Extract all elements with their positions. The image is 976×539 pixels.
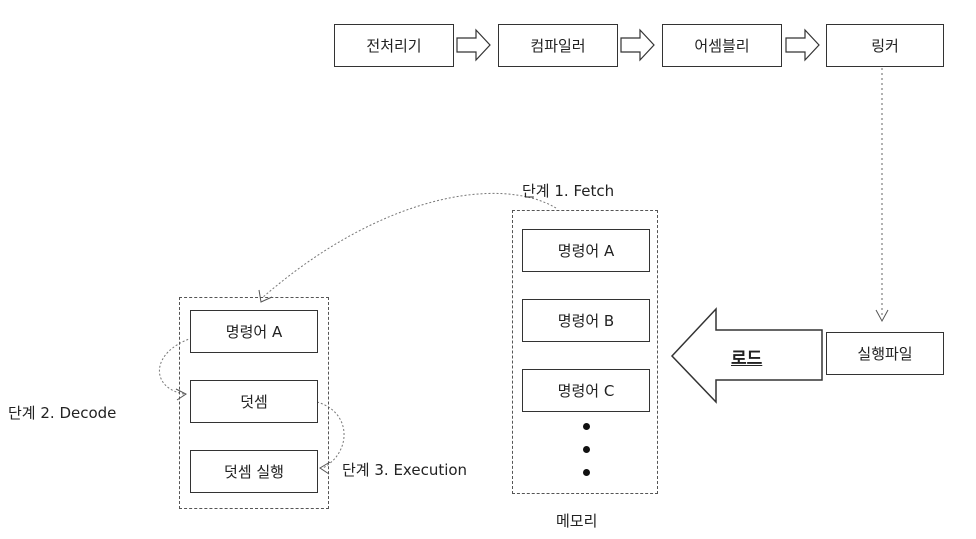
- pipeline-arrow: [620, 28, 655, 62]
- load-arrow: [670, 307, 823, 404]
- pipeline-arrow: [456, 28, 491, 62]
- memory-instruction-b: 명령어 B: [522, 299, 650, 342]
- load-label: 로드: [731, 349, 763, 369]
- memory-instruction-a: 명령어 A: [522, 229, 650, 272]
- ellipsis-dot: [583, 446, 590, 453]
- cpu-region: [179, 297, 329, 509]
- arrowhead: [319, 461, 331, 475]
- ellipsis-dot: [583, 423, 590, 430]
- execute-add-box: 덧셈 실행: [190, 450, 318, 493]
- execute-curve: [316, 401, 345, 469]
- decode-step-label: 단계 2. Decode: [8, 404, 117, 422]
- preprocessor-box: 전처리기: [334, 24, 454, 67]
- memory-region: [512, 210, 658, 494]
- arrowhead: [258, 289, 273, 303]
- linker-box: 링커: [826, 24, 944, 67]
- memory-instruction-c: 명령어 C: [522, 369, 650, 412]
- execute-step-label: 단계 3. Execution: [342, 461, 468, 479]
- compiler-box: 컴파일러: [498, 24, 618, 67]
- fetch-step-label: 단계 1. Fetch: [522, 182, 615, 200]
- arrowhead-down: [875, 309, 889, 323]
- decoded-add-box: 덧셈: [190, 380, 318, 423]
- pipeline-arrow: [785, 28, 820, 62]
- cpu-instruction-box: 명령어 A: [190, 310, 318, 353]
- memory-caption: 메모리: [556, 512, 598, 530]
- assembler-box: 어셈블리: [662, 24, 782, 67]
- fetch-curve: [261, 193, 557, 299]
- decode-curve: [158, 337, 193, 395]
- executable-box: 실행파일: [826, 332, 944, 375]
- ellipsis-dot: [583, 469, 590, 476]
